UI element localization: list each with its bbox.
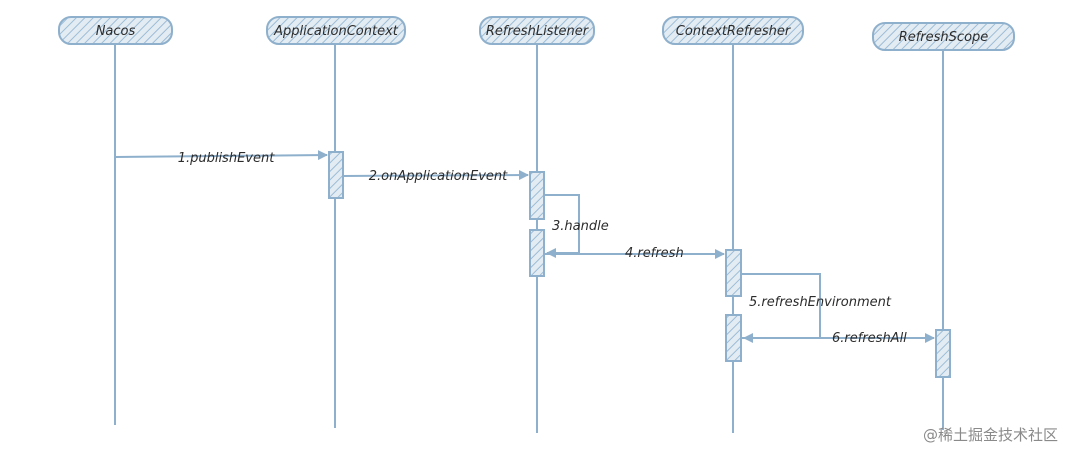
activation-listener-1 — [529, 171, 545, 220]
participant-applicationcontext: ApplicationContext — [266, 16, 406, 45]
participant-label: RefreshListener — [486, 24, 590, 39]
activation-listener-2 — [529, 229, 545, 277]
participant-nacos: Nacos — [58, 16, 173, 45]
participant-refreshscope: RefreshScope — [872, 22, 1015, 51]
message-label-6: 6.refreshAll — [832, 331, 907, 346]
participant-label: Nacos — [96, 24, 136, 39]
activation-appctx — [328, 151, 344, 199]
participant-refreshlistener: RefreshListener — [479, 16, 595, 45]
activation-refresher-1 — [725, 249, 742, 297]
activation-scope — [935, 329, 951, 378]
message-label-4: 4.refresh — [625, 246, 684, 261]
activation-refresher-2 — [725, 314, 742, 362]
message-arrow-1 — [114, 150, 328, 161]
message-label-5: 5.refreshEnvironment — [749, 295, 892, 310]
message-arrow-2 — [342, 170, 529, 181]
message-label-3: 3.handle — [552, 219, 609, 234]
message-label-1: 1.publishEvent — [178, 151, 276, 166]
message-label-2: 2.onApplicationEvent — [369, 169, 508, 184]
participant-contextrefresher: ContextRefresher — [662, 16, 804, 45]
participant-label: ApplicationContext — [273, 24, 399, 39]
participant-label: ContextRefresher — [676, 24, 792, 39]
participant-label: RefreshScope — [899, 30, 989, 45]
watermark-text: @稀土掘金技术社区 — [923, 426, 1058, 444]
